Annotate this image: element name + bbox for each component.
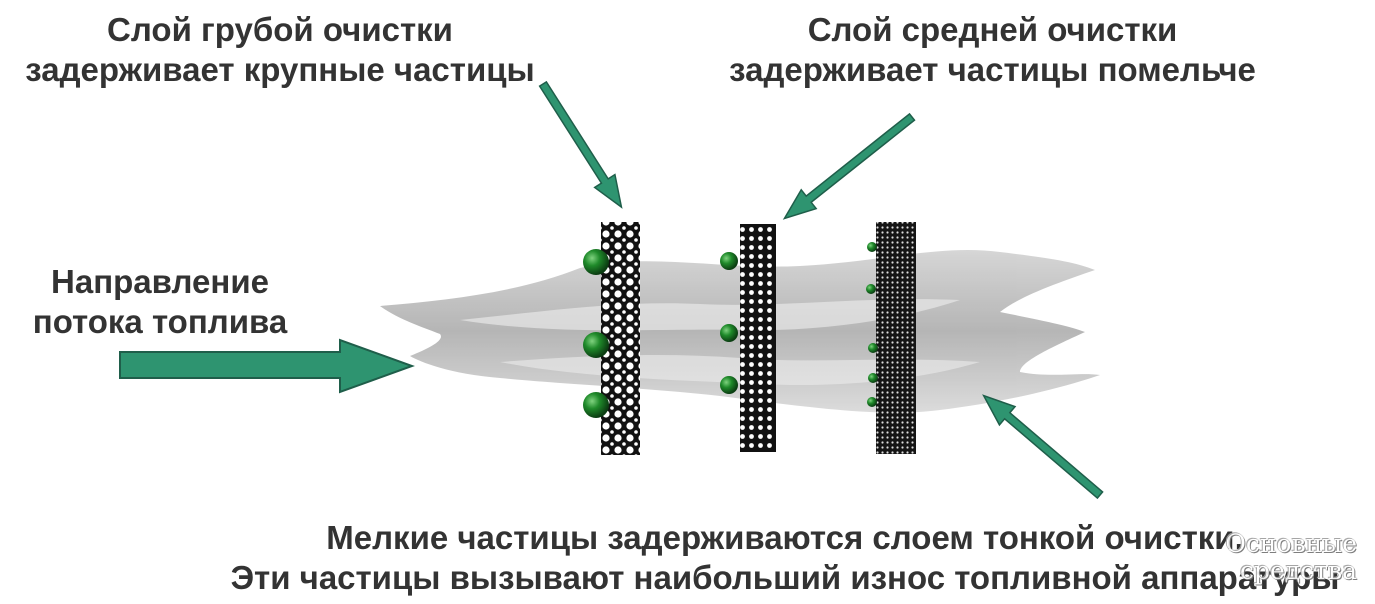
coarse-particle <box>583 249 609 275</box>
coarse-caption-line-2: задерживает крупные частицы <box>0 50 560 90</box>
flow-direction-caption: Направление потока топлива <box>20 262 300 342</box>
medium-layer-caption: Слой средней очистки задерживает частицы… <box>690 10 1295 90</box>
flow-caption-line-2: потока топлива <box>20 302 300 342</box>
fine-particle <box>867 242 877 252</box>
fine-particle <box>867 397 877 407</box>
medium-particle <box>720 324 738 342</box>
medium-particle <box>720 252 738 270</box>
coarse-particle <box>583 332 609 358</box>
medium-caption-line-2: задерживает частицы помельче <box>690 50 1295 90</box>
publisher-watermark: Основные средства <box>1167 530 1357 592</box>
fine-particle <box>868 343 878 353</box>
medium-caption-line-1: Слой средней очистки <box>690 10 1295 50</box>
flow-direction-arrow <box>120 340 412 392</box>
flow-caption-line-1: Направление <box>20 262 300 302</box>
coarse-layer-caption: Слой грубой очистки задерживает крупные … <box>0 10 560 90</box>
coarse-particle <box>583 392 609 418</box>
fine-filter-layer <box>876 222 916 454</box>
medium-particle <box>720 376 738 394</box>
fine-particle <box>866 284 876 294</box>
medium-pointer-arrow <box>777 108 920 228</box>
coarse-caption-line-1: Слой грубой очистки <box>0 10 560 50</box>
fine-particle <box>868 373 878 383</box>
coarse-pointer-arrow <box>533 78 632 214</box>
medium-filter-layer <box>740 224 776 452</box>
fine-pointer-arrow <box>976 387 1108 505</box>
watermark-line-1: Основные <box>1167 530 1357 557</box>
watermark-line-2: средства <box>1167 557 1357 584</box>
